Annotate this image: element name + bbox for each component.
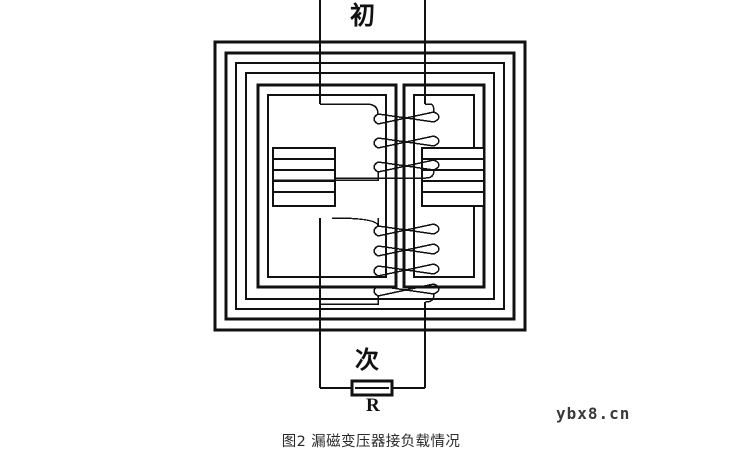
shunt-left-body: [271, 146, 337, 208]
load-resistor: [350, 379, 394, 397]
left-limb-rect-1: [256, 83, 398, 289]
secondary-return-1: [377, 223, 435, 237]
primary-loop-right-1: [433, 111, 440, 123]
magnetic-shunt-right: [420, 146, 486, 208]
transformer-core: [213, 40, 527, 332]
secondary-return-4: [377, 283, 435, 297]
primary-loop-right-2: [433, 135, 440, 147]
secondary-winding: [320, 217, 440, 305]
secondary-return-2: [377, 243, 435, 257]
shunt-right-stripes: [422, 157, 484, 194]
secondary-loop-left-2: [373, 245, 379, 257]
primary-entry-left: [320, 103, 379, 115]
secondary-loop-right-2: [433, 243, 440, 255]
figure-caption: 图2 漏磁变压器接负载情况: [281, 434, 461, 450]
secondary-loop-left-1: [373, 225, 379, 237]
left-limb-rect-2: [266, 93, 388, 279]
secondary-load-circuit: [319, 218, 426, 389]
secondary-tail-left: [320, 296, 379, 305]
left-limb-laminations: [256, 83, 398, 289]
magnetic-shunt-left: [271, 146, 337, 208]
primary-loop-left-2: [373, 137, 379, 149]
core-rect-2: [224, 51, 516, 321]
core-rect-1: [213, 40, 527, 332]
primary-return-2: [377, 135, 435, 149]
primary-return-1: [377, 111, 435, 125]
secondary-loop-right-1: [433, 223, 440, 235]
shunt-left-stripes: [273, 157, 335, 194]
primary-tail-right: [336, 169, 435, 179]
secondary-loop-left-4: [373, 285, 379, 297]
secondary-entry-left-bend: [331, 217, 379, 227]
secondary-loop-right-4: [433, 283, 440, 295]
shunt-right-body: [420, 146, 486, 208]
watermark-text: ybx8.cn: [556, 404, 631, 423]
secondary-loop-left-3: [373, 265, 379, 277]
secondary-loop-right-3: [433, 263, 440, 275]
primary-return-3: [377, 159, 435, 173]
primary-loop-left-3: [373, 161, 379, 173]
secondary-tail-right: [425, 293, 435, 303]
secondary-winding-label: 次: [355, 346, 379, 374]
primary-entry-right: [425, 103, 435, 113]
primary-winding-label: 初: [350, 1, 376, 30]
core-rect-4: [244, 71, 496, 301]
primary-loop-right-3: [433, 159, 440, 171]
primary-winding: [272, 103, 440, 181]
core-rect-3: [234, 61, 506, 311]
primary-loop-left-1: [373, 113, 379, 125]
secondary-return-3: [377, 263, 435, 277]
primary-tail-left: [272, 172, 379, 181]
resistor-label: R: [366, 395, 380, 416]
